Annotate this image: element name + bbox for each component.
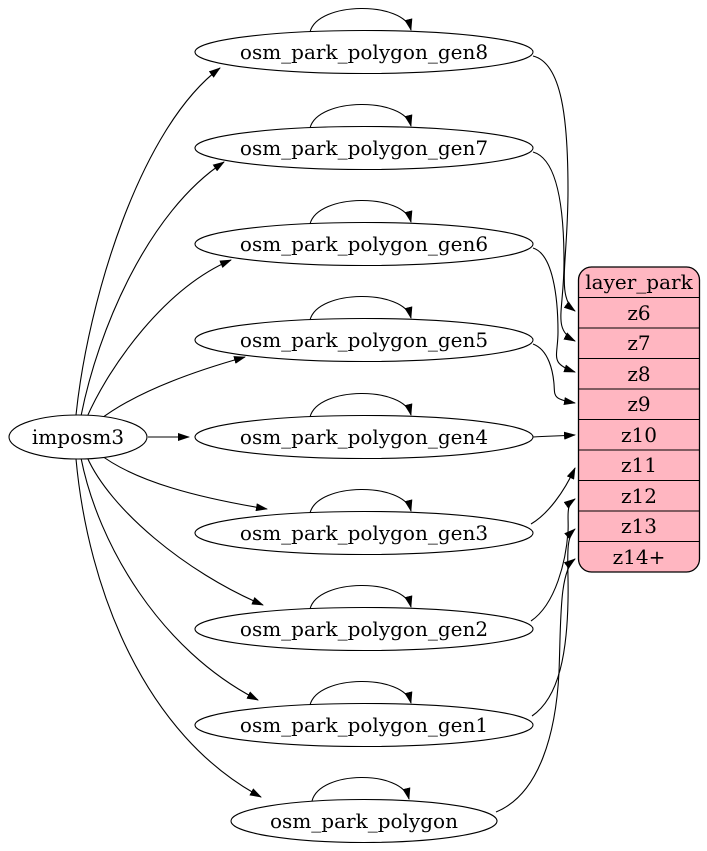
gen3-label: osm_park_polygon_gen3 — [240, 521, 488, 545]
gen2-label: osm_park_polygon_gen2 — [240, 617, 488, 641]
gen2-ellipse — [194, 606, 534, 652]
gen4-ellipse — [194, 414, 534, 460]
node-osm_park_polygon_gen8: osm_park_polygon_gen8 — [194, 29, 534, 75]
edge-imposm3-to-osm_park_polygon — [75, 458, 262, 798]
node-osm_park_polygon_gen7: osm_park_polygon_gen7 — [194, 125, 534, 171]
gen7-ellipse — [194, 125, 534, 171]
edge-imposm3-to-osm_park_polygon_gen3 — [97, 452, 268, 512]
imposm3-label: imposm3 — [32, 425, 124, 449]
layer-park-table: layer_park z6 z7 z8 z9 z10 z11 z12 z13 z… — [577, 266, 701, 573]
gen8-label: osm_park_polygon_gen8 — [240, 40, 488, 64]
layer-row-z14plus: z14+ — [613, 545, 666, 569]
gen3-ellipse — [194, 510, 534, 556]
edge-osm_park_polygon-z14plus — [495, 558, 576, 813]
gen5-ellipse — [194, 317, 534, 363]
node-imposm3: imposm3 — [8, 414, 148, 460]
edge-osm_park_polygon_gen3-z11 — [530, 467, 576, 525]
self-loop-osm_park_polygon_gen8 — [309, 8, 413, 33]
edge-osm_park_polygon_gen4-z10 — [532, 431, 576, 440]
layer-row-z9: z9 — [627, 392, 650, 416]
edge-imposm3-to-osm_park_polygon_gen7 — [80, 161, 225, 417]
imposm3-ellipse — [8, 414, 148, 460]
self-loop-osm_park_polygon — [311, 776, 411, 802]
edge-osm_park_polygon_gen7-z7 — [532, 151, 576, 342]
layer-row-z8: z8 — [627, 362, 650, 386]
layer-row-z11: z11 — [621, 453, 657, 477]
gen7-label: osm_park_polygon_gen7 — [240, 136, 488, 160]
node-osm_park_polygon_gen2: osm_park_polygon_gen2 — [194, 606, 534, 652]
layer-row-z10: z10 — [621, 423, 657, 447]
gen1-label: osm_park_polygon_gen1 — [240, 713, 488, 737]
node-osm_park_polygon_gen4: osm_park_polygon_gen4 — [194, 414, 534, 460]
layer-row-z6: z6 — [627, 301, 650, 325]
edge-osm_park_polygon_gen5-z9 — [532, 343, 576, 406]
edge-imposm3-to-osm_park_polygon_gen1 — [80, 457, 259, 701]
gen8-ellipse — [194, 29, 534, 75]
node-osm_park_polygon_gen3: osm_park_polygon_gen3 — [194, 510, 534, 556]
gen5-label: osm_park_polygon_gen5 — [240, 328, 488, 352]
edges-from-source — [75, 67, 268, 798]
polygon-label: osm_park_polygon — [270, 809, 458, 833]
edge-osm_park_polygon_gen1-z13 — [531, 528, 576, 717]
edge-imposm3-to-osm_park_polygon_gen5 — [97, 356, 246, 422]
edge-imposm3-to-osm_park_polygon_gen8 — [75, 67, 221, 416]
self-loop-osm_park_polygon_gen6 — [309, 200, 413, 225]
node-osm_park_polygon_gen1: osm_park_polygon_gen1 — [194, 702, 534, 748]
node-osm_park_polygon: osm_park_polygon — [230, 798, 498, 844]
gen6-label: osm_park_polygon_gen6 — [240, 232, 488, 256]
edge-imposm3-to-osm_park_polygon_gen6 — [86, 259, 232, 418]
self-loop-osm_park_polygon_gen3 — [309, 489, 413, 514]
node-osm_park_polygon_gen6: osm_park_polygon_gen6 — [194, 221, 534, 267]
edge-imposm3-to-osm_park_polygon_gen2 — [86, 456, 264, 606]
polygon-ellipse — [230, 798, 498, 844]
node-osm_park_polygon_gen5: osm_park_polygon_gen5 — [194, 317, 534, 363]
self-loop-osm_park_polygon_gen2 — [309, 585, 413, 610]
layer-row-z7: z7 — [627, 331, 650, 355]
gen6-ellipse — [194, 221, 534, 267]
self-loop-osm_park_polygon_gen4 — [309, 393, 413, 418]
edge-osm_park_polygon_gen8-z6 — [532, 55, 576, 312]
self-loop-osm_park_polygon_gen1 — [309, 681, 413, 706]
self-loop-edges — [309, 8, 413, 802]
gen4-label: osm_park_polygon_gen4 — [240, 425, 488, 449]
edges-to-layer — [495, 55, 576, 813]
layer-park-title: layer_park — [585, 270, 693, 294]
self-loop-osm_park_polygon_gen7 — [309, 104, 413, 129]
gen1-ellipse — [194, 702, 534, 748]
layer-park-table-dividers — [578, 296, 700, 543]
layer-row-z12: z12 — [621, 484, 657, 508]
layer-row-z13: z13 — [621, 514, 657, 538]
self-loop-osm_park_polygon_gen5 — [309, 296, 413, 321]
edge-osm_park_polygon_gen6-z8 — [532, 247, 576, 373]
